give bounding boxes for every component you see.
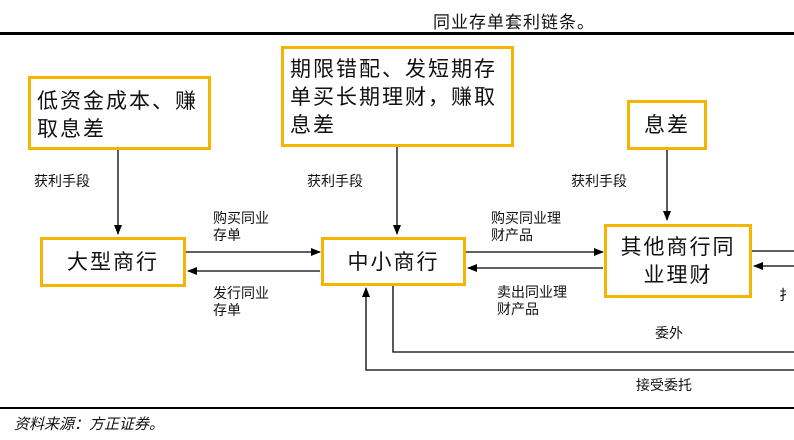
label-edge-cut: 扌 bbox=[779, 288, 793, 304]
box-large-bank: 大型商行 bbox=[40, 237, 186, 287]
label-buy-wm-text: 购买同业理财产品 bbox=[491, 211, 561, 244]
label-issue-cd: 发行同业存单 bbox=[213, 286, 273, 320]
label-profit-2: 获利手段 bbox=[307, 174, 363, 190]
label-profit-3: 获利手段 bbox=[571, 174, 627, 190]
label-sell-wm-text: 卖出同业理财产品 bbox=[497, 285, 567, 318]
label-issue-cd-text: 发行同业存单 bbox=[213, 286, 269, 319]
box-small-bank: 中小商行 bbox=[321, 237, 466, 286]
chart-title: 同业存单套利链条。 bbox=[433, 13, 595, 33]
label-buy-wm: 购买同业理财产品 bbox=[491, 211, 566, 245]
top-rule bbox=[0, 32, 794, 35]
box-spread: 息差 bbox=[627, 100, 707, 150]
label-entrust-in: 接受委托 bbox=[636, 378, 692, 394]
arrow-entrust-in bbox=[362, 287, 794, 371]
label-buy-cd-text: 购买同业存单 bbox=[213, 211, 269, 244]
label-sell-wm: 卖出同业理财产品 bbox=[497, 285, 572, 319]
box-low-cost: 低资金成本、赚取息差 bbox=[28, 76, 211, 150]
arrow-entrust-out bbox=[392, 283, 794, 353]
source-note: 资料来源：方正证券。 bbox=[14, 415, 165, 433]
box-mismatch: 期限错配、发短期存单买长期理财，赚取息差 bbox=[281, 46, 514, 147]
bottom-rule bbox=[0, 407, 794, 409]
label-entrust-out: 委外 bbox=[655, 326, 683, 342]
label-buy-cd: 购买同业存单 bbox=[213, 211, 273, 245]
label-profit-1: 获利手段 bbox=[34, 174, 90, 190]
box-other-bank: 其他商行同业理财 bbox=[604, 224, 752, 298]
